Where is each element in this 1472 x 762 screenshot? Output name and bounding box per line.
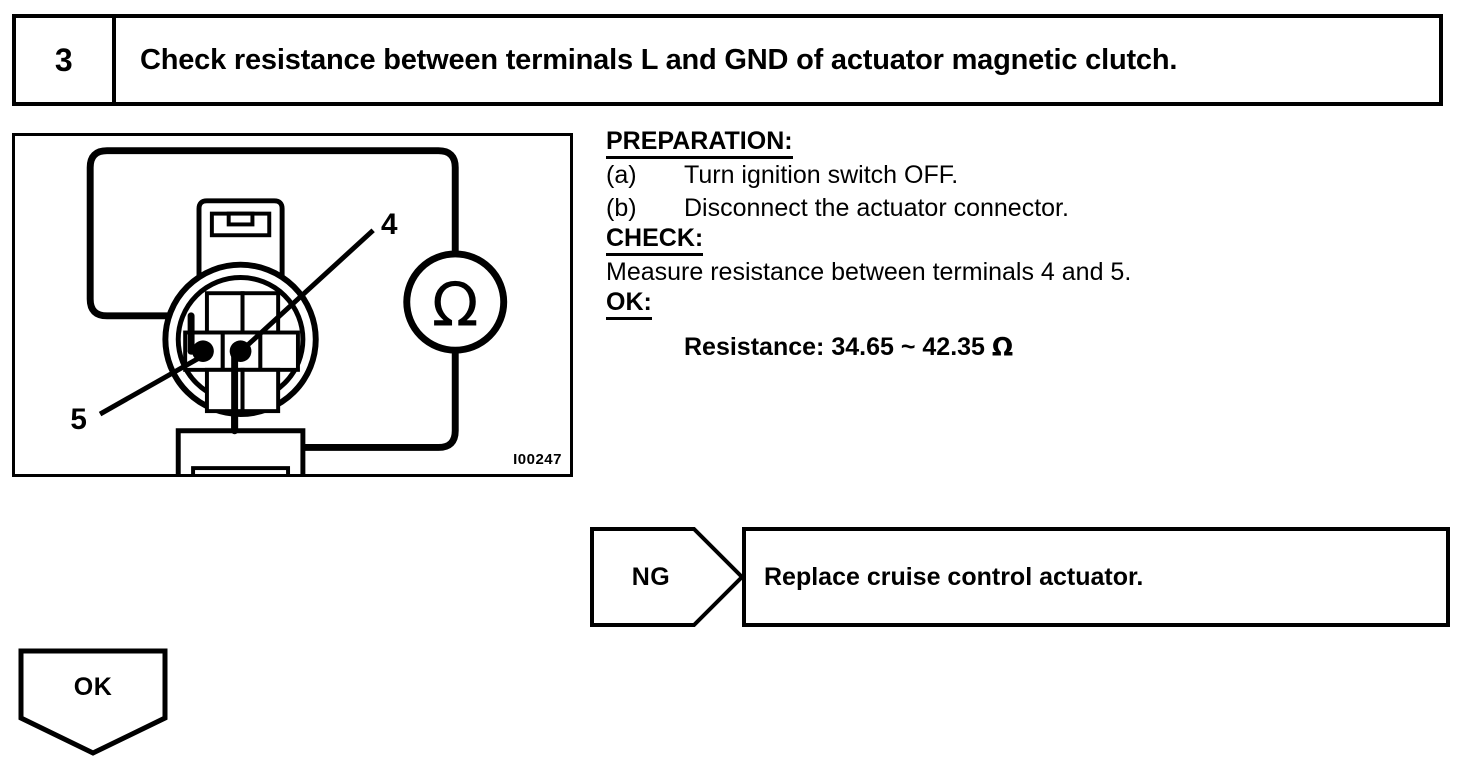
step-number: 3 — [54, 41, 74, 78]
ok-arrow-outline — [18, 648, 168, 756]
check-text: Measure resistance between terminals 4 a… — [606, 258, 1132, 286]
instruction-block: PREPARATION: (a) Turn ignition switch OF… — [606, 128, 1426, 362]
spec-unit: Ω — [991, 332, 1014, 361]
ohm-glyph: Ω — [432, 270, 479, 341]
spec-min: 34.65 — [831, 333, 894, 361]
preparation-step-a: (a) Turn ignition switch OFF. — [606, 159, 1426, 192]
ok-heading: OK: — [606, 289, 652, 320]
step-title: Check resistance between terminals L and… — [140, 43, 1178, 76]
ok-branch: OK — [18, 648, 168, 756]
figure-code: I00247 — [513, 451, 562, 468]
terminal-label-4: 4 — [381, 208, 398, 241]
probe-stubs — [187, 312, 245, 435]
leader-line-terminal-4 — [246, 228, 375, 347]
preparation-step-b-marker: (b) — [606, 194, 637, 222]
preparation-step-a-text: Turn ignition switch OFF. — [684, 161, 959, 189]
ng-branch: NG Replace cruise control actuator. — [590, 527, 1450, 627]
step-number-cell: 3 — [16, 18, 116, 102]
step-title-cell: Check resistance between terminals L and… — [116, 18, 1439, 102]
terminal-label-5: 5 — [70, 403, 87, 436]
figure-panel: Ω — [12, 133, 573, 477]
ng-result-box: Replace cruise control actuator. — [742, 527, 1450, 627]
check-heading-row: CHECK: — [606, 225, 1426, 256]
resistance-spec: Resistance: 34.65 ~ 42.35 Ω — [684, 332, 1426, 362]
ng-label: NG — [631, 562, 671, 591]
preparation-step-b: (b) Disconnect the actuator connector. — [606, 192, 1426, 225]
check-heading: CHECK: — [606, 225, 704, 256]
preparation-step-b-text: Disconnect the actuator connector. — [684, 194, 1069, 222]
ng-arrow-outline — [590, 527, 745, 627]
spec-separator: ~ — [900, 333, 916, 361]
connector-body — [162, 198, 319, 474]
spec-label: Resistance: — [684, 333, 825, 361]
wire-left-to-meter-top — [86, 147, 459, 320]
step-header-bar: 3 Check resistance between terminals L a… — [12, 14, 1443, 106]
ok-heading-row: OK: — [606, 289, 1426, 320]
ok-label: OK — [73, 672, 113, 701]
leader-line-terminal-5 — [98, 355, 201, 417]
preparation-heading-row: PREPARATION: — [606, 128, 1426, 159]
spec-max: 42.35 — [922, 333, 985, 361]
ng-result-text: Replace cruise control actuator. — [764, 562, 1144, 591]
preparation-step-a-marker: (a) — [606, 161, 637, 189]
ng-arrow-shape: NG — [590, 527, 750, 627]
ohmmeter-symbol: Ω — [403, 250, 508, 354]
connector-diagram: Ω — [70, 147, 508, 474]
preparation-heading: PREPARATION: — [606, 128, 793, 159]
